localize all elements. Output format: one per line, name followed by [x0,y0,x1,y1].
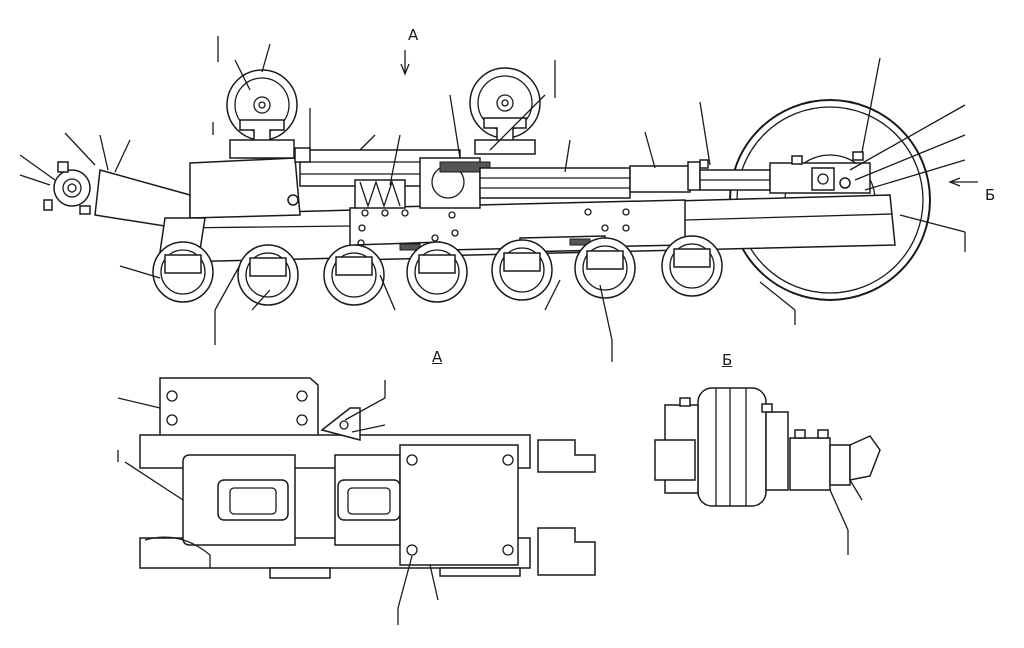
track-roller [237,244,299,306]
leader-lines [119,36,978,362]
support-roller-1 [226,69,298,159]
track-roller [406,241,468,303]
side-view [19,36,978,362]
view-a-arrow-label: А [408,26,419,44]
view-b-title: Б [722,351,733,369]
view-a-title: А [432,348,443,366]
track-roller [323,244,385,306]
track-roller [661,235,723,297]
track-roller [152,241,214,303]
track-roller [491,239,553,301]
view-b-arrow-label: Б [985,186,996,204]
view-a [117,377,596,625]
tensioner [287,147,871,209]
track-rollers [152,235,723,306]
front-arm [19,132,301,253]
track-roller [574,237,636,299]
view-b [654,387,881,555]
